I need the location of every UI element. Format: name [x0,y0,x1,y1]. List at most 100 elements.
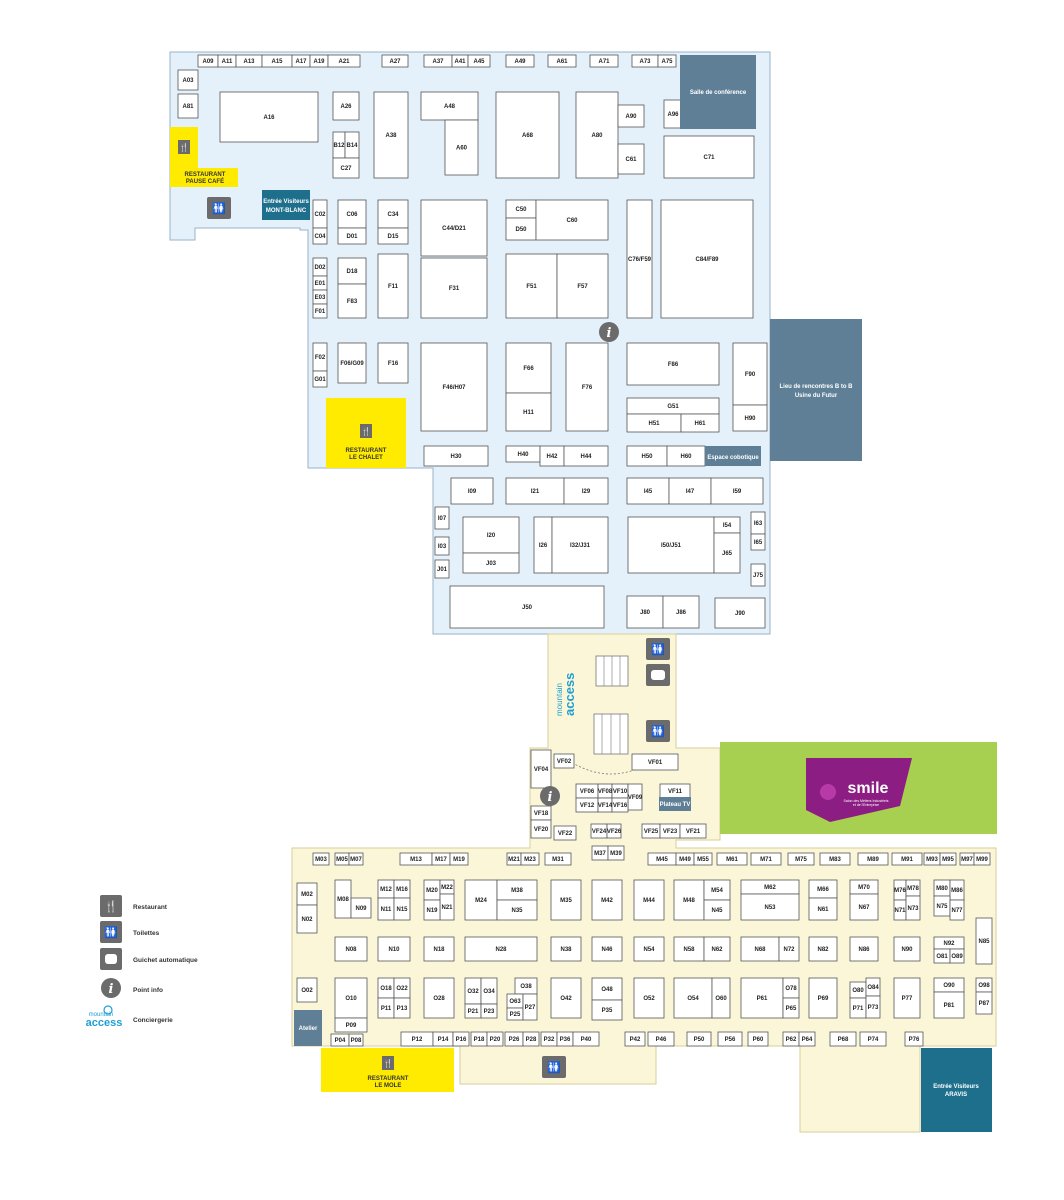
booth-f11[interactable]: F11 [377,253,409,319]
booth-m16[interactable]: M16 [393,879,411,899]
booth-p11[interactable]: P11 [377,997,395,1019]
booth-a17[interactable]: A17 [291,54,311,68]
booth-i26[interactable]: I26 [533,516,553,574]
booth-h40[interactable]: H40 [505,445,541,463]
booth-c27[interactable]: C27 [332,157,360,179]
booth-n08[interactable]: N08 [334,936,368,962]
ticket-machine[interactable] [646,664,670,686]
booth-p23[interactable]: P23 [480,1003,498,1019]
booth-a90[interactable]: A90 [617,104,645,128]
booth-f02[interactable]: F02 [312,342,328,372]
booth-vf24[interactable]: VF24 [590,823,608,839]
booth-p65[interactable]: P65 [782,997,800,1019]
booth-n92[interactable]: N92 [933,936,965,950]
booth-o89[interactable]: O89 [949,948,965,964]
booth-p09[interactable]: P09 [334,1017,368,1033]
booth-a09[interactable]: A09 [197,54,219,68]
booth-d01[interactable]: D01 [337,227,367,245]
booth-e01[interactable]: E01 [312,275,328,291]
booth-i32-j31[interactable]: I32/J31 [551,516,609,574]
booth-d50[interactable]: D50 [505,217,537,241]
booth-m62[interactable]: M62 [740,879,800,895]
booth-a75[interactable]: A75 [657,54,677,68]
booth-n90[interactable]: N90 [893,936,921,962]
booth-m93[interactable]: M93 [923,852,941,866]
booth-j86[interactable]: J86 [662,595,700,629]
booth-m97[interactable]: M97 [959,852,975,866]
booth-c71[interactable]: C71 [663,135,755,179]
booth-i54[interactable]: I54 [713,516,741,534]
booth-p64[interactable]: P64 [798,1031,816,1047]
toilets-middle-2[interactable]: 🚻 [646,720,670,742]
booth-o78[interactable]: O78 [782,977,800,999]
booth-i20[interactable]: I20 [462,516,520,554]
booth-i07[interactable]: I07 [434,506,450,530]
booth-o81[interactable]: O81 [933,948,951,964]
booth-o02[interactable]: O02 [296,977,318,1003]
booth-d18[interactable]: D18 [337,257,367,285]
booth-m08[interactable]: M08 [334,879,352,919]
booth-n85[interactable]: N85 [975,917,993,965]
booth-j65[interactable]: J65 [713,532,741,574]
booth-j01[interactable]: J01 [434,559,450,579]
booth-m99[interactable]: M99 [973,852,991,866]
booth-vf20[interactable]: VF20 [530,819,552,839]
booth-i21[interactable]: I21 [505,477,565,505]
booth-a27[interactable]: A27 [381,54,409,68]
booth-vf01[interactable]: VF01 [631,753,679,771]
booth-o28[interactable]: O28 [423,977,455,1019]
booth-f57[interactable]: F57 [556,253,609,319]
booth-m71[interactable]: M71 [750,852,782,866]
booth-n62[interactable]: N62 [703,936,731,962]
info-point-lower[interactable]: i [540,786,560,806]
booth-i59[interactable]: I59 [710,477,764,505]
booth-p18[interactable]: P18 [470,1031,488,1047]
booth-p21[interactable]: P21 [464,1003,482,1019]
booth-n28[interactable]: N28 [464,936,538,962]
booth-a41[interactable]: A41 [451,54,469,68]
booth-b12[interactable]: B12 [332,131,346,159]
booth-m13[interactable]: M13 [399,852,433,866]
atelier[interactable]: Atelier [294,1010,322,1046]
booth-p68[interactable]: P68 [829,1031,857,1047]
booth-a61[interactable]: A61 [547,54,577,68]
booth-vf16[interactable]: VF16 [611,797,629,813]
restaurant-le-mole[interactable]: 🍴 RESTAURANT LE MOLE [321,1048,454,1092]
salle-conference[interactable]: Salle de conférence [680,55,756,129]
booth-a37[interactable]: A37 [423,54,453,68]
booth-a68[interactable]: A68 [495,91,560,179]
booth-o38[interactable]: O38 [514,977,538,995]
booth-f86[interactable]: F86 [626,342,720,386]
booth-h42[interactable]: H42 [539,445,565,467]
booth-a73[interactable]: A73 [631,54,659,68]
booth-n58[interactable]: N58 [673,936,705,962]
booth-m86[interactable]: M86 [949,879,965,901]
booth-h60[interactable]: H60 [666,445,706,467]
booth-p36[interactable]: P36 [556,1031,574,1047]
booth-a71[interactable]: A71 [589,54,619,68]
booth-a49[interactable]: A49 [505,54,535,68]
booth-j80[interactable]: J80 [626,595,664,629]
booth-n11[interactable]: N11 [377,897,395,921]
booth-o34[interactable]: O34 [480,977,498,1005]
booth-p27[interactable]: P27 [522,993,538,1021]
booth-h30[interactable]: H30 [423,445,489,467]
booth-a60[interactable]: A60 [444,119,479,176]
booth-vf21[interactable]: VF21 [679,823,707,839]
booth-vf11[interactable]: VF11 [659,783,691,799]
booth-n21[interactable]: N21 [439,893,455,921]
booth-f51[interactable]: F51 [505,253,558,319]
booth-h11[interactable]: H11 [505,392,552,432]
booth-p13[interactable]: P13 [393,997,411,1019]
booth-vf25[interactable]: VF25 [641,823,661,839]
booth-n77[interactable]: N77 [949,899,965,921]
booth-p61[interactable]: P61 [740,977,784,1019]
booth-m19[interactable]: M19 [449,852,469,866]
booth-o84[interactable]: O84 [865,977,881,997]
booth-m61[interactable]: M61 [716,852,748,866]
booth-m21[interactable]: M21 [506,852,522,866]
booth-p71[interactable]: P71 [849,997,867,1019]
booth-vf09[interactable]: VF09 [627,783,643,811]
booth-p42[interactable]: P42 [624,1031,646,1047]
booth-vf08[interactable]: VF08 [597,783,613,799]
